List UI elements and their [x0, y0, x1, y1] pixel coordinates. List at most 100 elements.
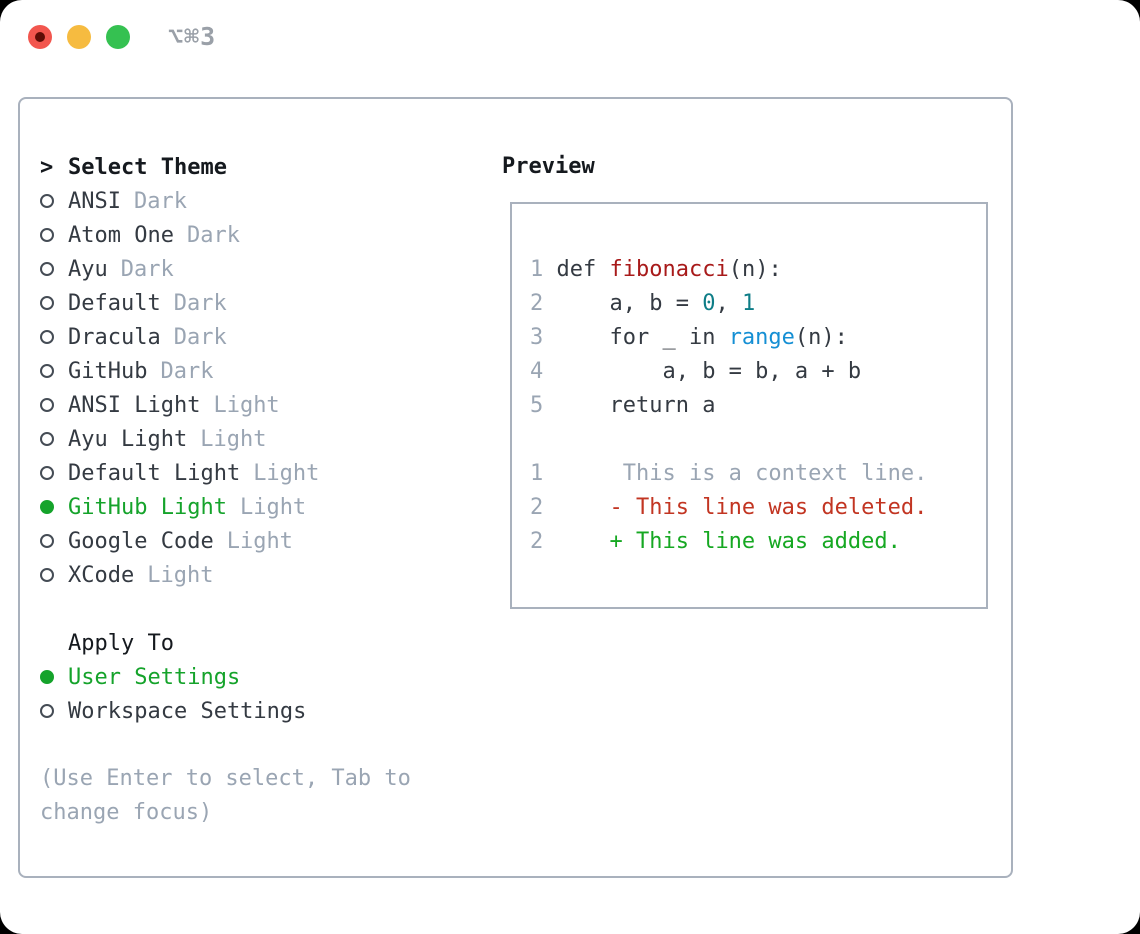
- theme-variant-tag: Light: [213, 392, 280, 418]
- radio-icon: [40, 228, 54, 242]
- radio-marker: [40, 500, 68, 514]
- radio-icon: [40, 568, 54, 582]
- radio-icon: [40, 296, 54, 310]
- line-number: 2: [530, 529, 557, 554]
- radio-icon: [40, 194, 54, 208]
- radio-marker: [40, 398, 68, 412]
- theme-option[interactable]: Default Light Light: [40, 456, 490, 490]
- theme-variant-tag: Dark: [173, 290, 227, 316]
- theme-variant-tag: Light: [239, 494, 307, 520]
- code-segment: def: [556, 257, 610, 282]
- radio-icon: [40, 432, 54, 446]
- spacer: [40, 728, 490, 762]
- theme-variant-tag: Light: [226, 528, 293, 554]
- theme-name: ANSI Light: [68, 392, 201, 418]
- theme-variant-tag: Light: [147, 562, 214, 588]
- code-segment: return a: [556, 393, 716, 418]
- preview-title: Preview: [502, 154, 595, 179]
- code-segment: for _ in: [556, 325, 729, 350]
- theme-name: Ayu: [68, 256, 108, 282]
- theme-variant-tag: Dark: [186, 222, 240, 248]
- code-segment: a, b = b, a + b: [556, 359, 862, 384]
- code-line: 5 return a: [530, 389, 986, 423]
- radio-marker: [40, 466, 68, 480]
- code-segment: (n):: [794, 325, 848, 350]
- theme-option[interactable]: ANSI Light Light: [40, 388, 490, 422]
- apply-to-title: Apply To: [68, 630, 174, 656]
- theme-name: GitHub: [68, 358, 148, 384]
- radio-icon: [40, 330, 54, 344]
- theme-variant-tag: Light: [253, 460, 320, 486]
- spacer: [40, 592, 490, 626]
- theme-variant-tag: Dark: [173, 324, 227, 350]
- radio-marker: [40, 228, 68, 242]
- theme-name: Default Light: [68, 460, 241, 486]
- radio-icon: [40, 364, 54, 378]
- radio-marker: [40, 330, 68, 344]
- line-number: 2: [530, 291, 557, 316]
- theme-name: GitHub Light: [68, 494, 227, 520]
- code-segment: (n):: [728, 257, 782, 282]
- code-segment: + This line was added.: [556, 529, 901, 554]
- radio-marker: [40, 262, 68, 276]
- theme-name: Dracula: [68, 324, 161, 350]
- theme-variant-tag: Dark: [120, 256, 174, 282]
- radio-selected-icon: [40, 670, 54, 684]
- window-title: ⌥⌘3: [168, 22, 217, 51]
- theme-option[interactable]: ANSI Dark: [40, 184, 490, 218]
- apply-to-label: Workspace Settings: [68, 698, 307, 724]
- line-number: 1: [530, 461, 557, 486]
- line-number: 5: [530, 393, 557, 418]
- theme-variant-tag: Dark: [160, 358, 214, 384]
- theme-option[interactable]: XCode Light: [40, 558, 490, 592]
- code-segment: a, b =: [556, 291, 703, 316]
- theme-option[interactable]: Ayu Dark: [40, 252, 490, 286]
- code-segment: - This line was deleted.: [556, 495, 928, 520]
- titlebar: ⌥⌘3: [0, 0, 1140, 70]
- code-line: 1 This is a context line.: [530, 457, 986, 491]
- code-line: [530, 423, 986, 457]
- picker-header: >Select Theme: [40, 150, 490, 184]
- minimize-button[interactable]: [67, 25, 91, 49]
- theme-name: ANSI: [68, 188, 121, 214]
- apply-to-label: User Settings: [68, 664, 241, 690]
- radio-marker: [40, 704, 68, 718]
- radio-marker: [40, 194, 68, 208]
- line-number: 4: [530, 359, 557, 384]
- line-number: 1: [530, 257, 557, 282]
- theme-variant-tag: Dark: [133, 188, 187, 214]
- code-line: 4 a, b = b, a + b: [530, 355, 986, 389]
- theme-name: Atom One: [68, 222, 174, 248]
- code-segment: fibonacci: [609, 257, 729, 282]
- theme-option[interactable]: GitHub Light Light: [40, 490, 490, 524]
- zoom-button[interactable]: [106, 25, 130, 49]
- line-number: 2: [530, 495, 557, 520]
- radio-marker: [40, 296, 68, 310]
- close-button[interactable]: [28, 25, 52, 49]
- theme-option[interactable]: GitHub Dark: [40, 354, 490, 388]
- apply-to-option[interactable]: Workspace Settings: [40, 694, 490, 728]
- apply-to-option[interactable]: User Settings: [40, 660, 490, 694]
- code-line: 2 - This line was deleted.: [530, 491, 986, 525]
- radio-selected-icon: [40, 500, 54, 514]
- apply-to-header: Apply To: [40, 626, 490, 660]
- radio-marker: [40, 364, 68, 378]
- picker-title: Select Theme: [68, 154, 227, 180]
- theme-option[interactable]: Atom One Dark: [40, 218, 490, 252]
- theme-name: XCode: [68, 562, 135, 588]
- code-line: 1 def fibonacci(n):: [530, 253, 986, 287]
- radio-marker: [40, 534, 68, 548]
- code-segment: This is a context line.: [556, 461, 928, 486]
- radio-marker: [40, 670, 68, 684]
- theme-option[interactable]: Dracula Dark: [40, 320, 490, 354]
- keyboard-hint: (Use Enter to select, Tab to change focu…: [40, 766, 411, 825]
- radio-icon: [40, 466, 54, 480]
